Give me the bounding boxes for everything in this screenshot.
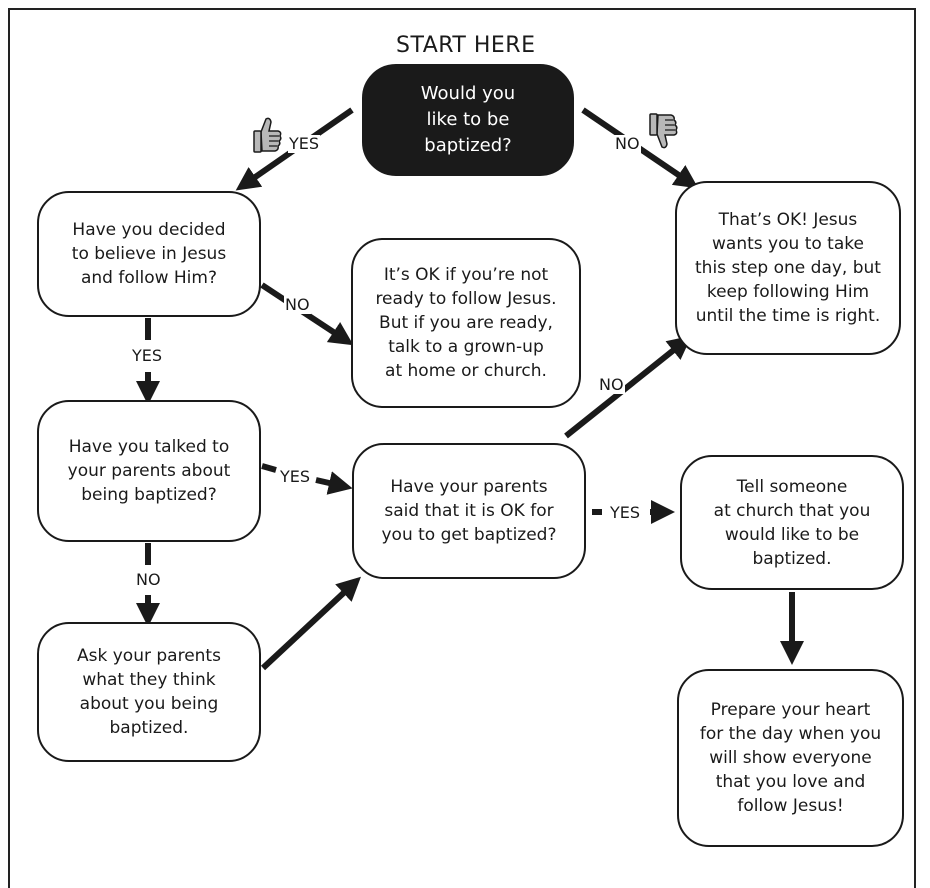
label-start-no: NO [614, 134, 641, 153]
node-start[interactable]: Would you like to be baptized? [362, 64, 574, 176]
node-parents-ok[interactable]: Have your parents said that it is OK for… [352, 443, 586, 579]
label-decided-yes: YES [131, 346, 164, 365]
edge-talked-yes-left [261, 463, 277, 473]
thumbs-up-icon [253, 117, 282, 153]
node-ask[interactable]: Ask your parents what they think about y… [37, 622, 261, 762]
start-here-title: START HERE [396, 33, 536, 58]
edge-talked-yes [315, 471, 353, 495]
label-decided-no: NO [284, 295, 311, 314]
label-talked-no: NO [135, 570, 162, 589]
label-talked-yes: YES [279, 467, 312, 486]
node-tell[interactable]: Tell someone at church that you would li… [680, 455, 904, 590]
diagram-frame [8, 8, 916, 888]
node-talked[interactable]: Have you talked to your parents about be… [37, 400, 261, 542]
label-start-yes: YES [288, 134, 321, 153]
node-not-ready[interactable]: It’s OK if you’re not ready to follow Je… [351, 238, 581, 408]
node-thats-ok[interactable]: That’s OK! Jesus wants you to take this … [675, 181, 901, 355]
label-parents-yes: YES [609, 503, 642, 522]
node-prepare[interactable]: Prepare your heart for the day when you … [677, 669, 904, 847]
edge-ask-to-parents [260, 576, 361, 671]
label-parents-no: NO [598, 375, 625, 394]
thumbs-down-icon [649, 113, 678, 149]
node-decided[interactable]: Have you decided to believe in Jesus and… [37, 191, 261, 317]
